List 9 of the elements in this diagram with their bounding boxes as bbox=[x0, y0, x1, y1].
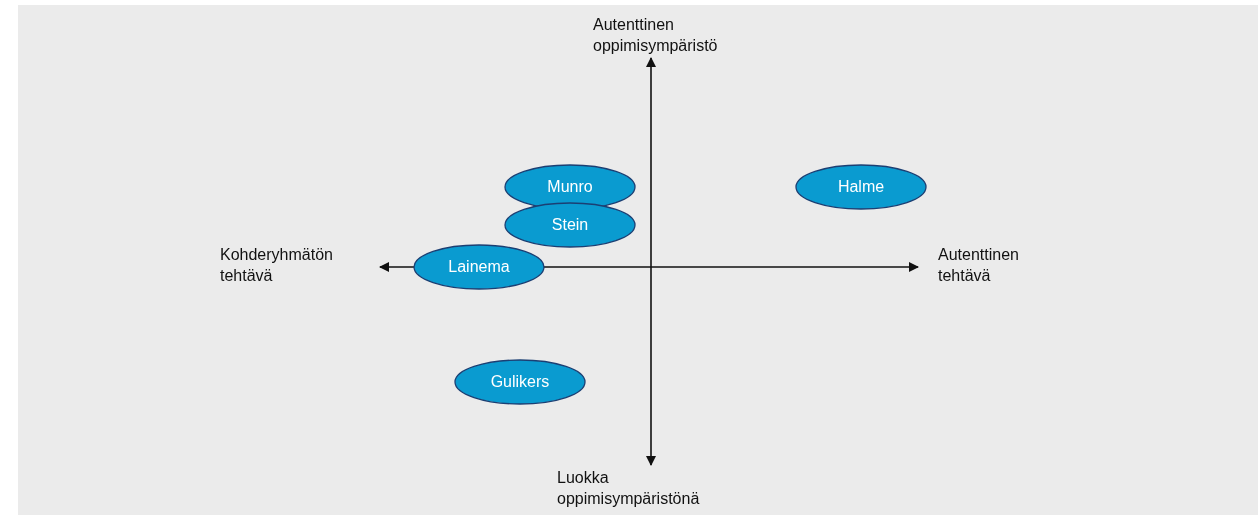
axis-label: Luokka oppimisympäristönä bbox=[557, 468, 701, 509]
node-label: Halme bbox=[837, 178, 885, 196]
axis-label: Autenttinen oppimisympäristö bbox=[593, 15, 719, 56]
node-label: Gulikers bbox=[490, 373, 550, 391]
node-label: Stein bbox=[551, 216, 589, 234]
node-label: Munro bbox=[547, 178, 593, 196]
axis-label: Autenttinen tehtävä bbox=[938, 245, 1020, 286]
node-label: Lainema bbox=[448, 258, 510, 276]
axis-label: Kohderyhmätön tehtävä bbox=[220, 245, 334, 286]
